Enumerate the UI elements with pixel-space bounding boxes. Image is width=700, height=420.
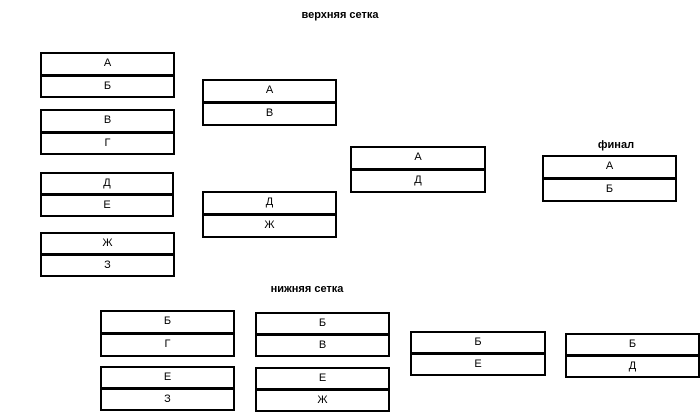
team-slot: Ж	[202, 214, 337, 238]
team-slot: Е	[100, 366, 235, 389]
team-slot: Д	[350, 169, 486, 193]
upper-bracket-heading: верхняя сетка	[301, 9, 379, 21]
team-slot: В	[40, 109, 175, 133]
team-slot: Б	[542, 178, 677, 202]
team-slot: З	[100, 388, 235, 411]
final-heading: финал	[597, 139, 635, 151]
team-slot: Д	[40, 172, 174, 195]
team-slot: Ж	[40, 232, 175, 255]
team-slot: Б	[40, 75, 175, 98]
team-slot: А	[350, 146, 486, 170]
team-slot: В	[202, 102, 337, 126]
lower-bracket-heading: нижняя сетка	[270, 283, 344, 295]
team-slot: Б	[100, 310, 235, 334]
team-slot: З	[40, 254, 175, 277]
team-slot: Г	[40, 132, 175, 155]
team-slot: В	[255, 334, 390, 357]
team-slot: А	[542, 155, 677, 179]
team-slot: А	[40, 52, 175, 76]
team-slot: Д	[202, 191, 337, 215]
team-slot: Г	[100, 333, 235, 357]
team-slot: Ж	[255, 389, 390, 412]
team-slot: Д	[565, 355, 700, 378]
team-slot: Б	[565, 333, 700, 356]
team-slot: Б	[410, 331, 546, 354]
team-slot: Е	[40, 194, 174, 217]
team-slot: Е	[255, 367, 390, 390]
team-slot: А	[202, 79, 337, 103]
team-slot: Б	[255, 312, 390, 335]
team-slot: Е	[410, 353, 546, 376]
